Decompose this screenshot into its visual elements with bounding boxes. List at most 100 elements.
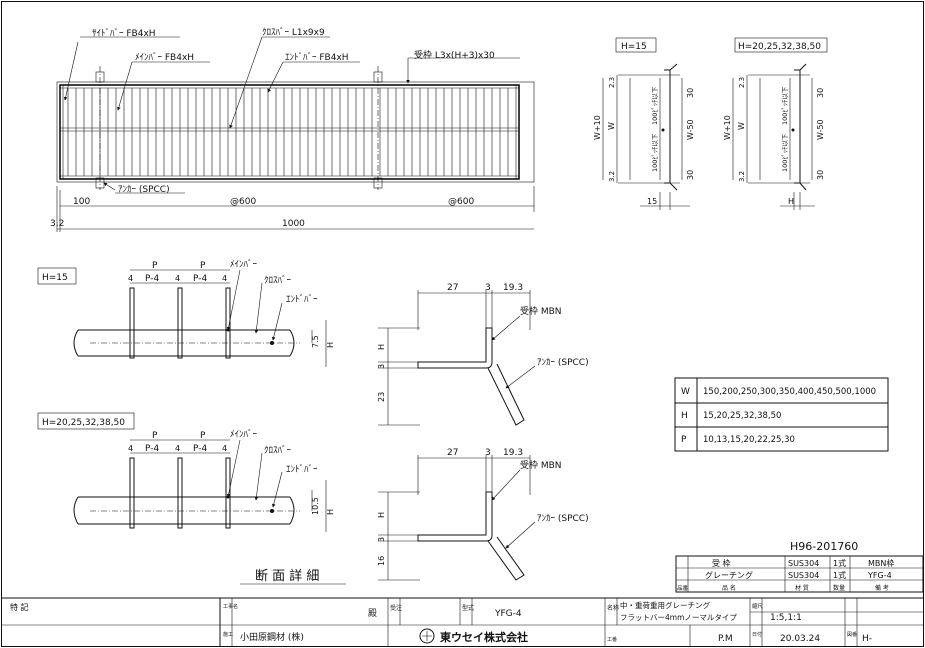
detail2-pm1: P-4 <box>145 444 159 454</box>
frame2-w2: 3 <box>485 448 491 458</box>
detail2-f1: 4 <box>128 444 133 453</box>
frame1-anchor: ｱﾝｶｰ (SPCC) <box>537 357 589 368</box>
dim-pitch-b2: 100ﾋﾟｯﾁ以下 <box>781 133 789 172</box>
parts-list: 受 枠 SUS304 1式 MBN枠 グレーチング SUS304 1式 YFG-… <box>675 555 924 593</box>
spec-value-p: 10,13,15,20,22,25,30 <box>703 435 795 445</box>
spec-key-p: P <box>681 435 687 445</box>
name-line-2: フラットバー4mmノーマルタイプ <box>620 613 737 622</box>
company-logo-icon <box>419 628 435 644</box>
spec-value-h: 15,20,25,32,38,50 <box>703 411 781 421</box>
parts-header-material: 材 質 <box>795 584 809 592</box>
name-label: 名称 <box>607 604 619 612</box>
detail2-f3: 4 <box>222 444 227 453</box>
section-h15: H=15 W+10 W 2.3 3.2 100ﾋﾟｯﾁ以下 100ﾋﾟｯﾁ以下 … <box>593 37 695 210</box>
parts-row1-name: 受 枠 <box>712 558 731 568</box>
parts-header-note: 備 考 <box>875 584 889 592</box>
detail2-f2: 4 <box>175 444 180 453</box>
dim-23-a: 2.3 <box>608 77 616 88</box>
spec-key-w: W <box>681 387 690 397</box>
title-block: 特 記 工事名 殿 受注 型式 YFG-4 名称 中・重荷重用グレーチング フラ… <box>1 597 924 647</box>
frame1-w3: 19.3 <box>503 283 523 293</box>
detail-hmulti-title: H=20,25,32,38,50 <box>42 418 125 428</box>
section-h15-title: H=15 <box>621 42 647 52</box>
detail2-p1: P <box>152 431 158 441</box>
parts-row2-material: SUS304 <box>788 571 819 580</box>
dim-w10-a: W+10 <box>593 115 602 140</box>
parts-header-qty: 数量 <box>833 584 845 592</box>
parts-header-no: 品番 <box>677 585 689 592</box>
dim-w10-b: W+10 <box>723 115 732 140</box>
detail-hmulti: H=20,25,32,38,50 P P P-4 P-4 4 4 4 10.5 … <box>37 412 335 532</box>
detail1-cross-bar: ｸﾛｽﾊﾞｰ <box>264 275 292 286</box>
detail1-p2: P <box>200 261 206 271</box>
dim-h-b: H <box>788 197 794 206</box>
name-line-1: 中・重荷重用グレーチング <box>620 600 710 610</box>
parts-row2-qty: 1式 <box>833 570 846 580</box>
drawing-no-label: 図番 <box>847 631 857 638</box>
parts-row2-name: グレーチング <box>705 570 753 580</box>
frame1-t: 3 <box>377 364 386 369</box>
detail1-cross-h: 7.5 <box>311 335 320 348</box>
date-value: 20.03.24 <box>780 634 820 644</box>
dim-23-b: 2.3 <box>738 77 746 88</box>
detail2-cross-bar: ｸﾛｽﾊﾞｰ <box>264 445 292 456</box>
dim-edge: 3.2 <box>50 219 64 229</box>
spec-value-w: 150,200,250,300,350,400,450,500,1000 <box>703 387 876 397</box>
dim-30-b2: 30 <box>816 170 825 180</box>
frame1-w2: 3 <box>485 283 491 293</box>
detail1-end-bar: ｴﾝﾄﾞﾊﾞｰ <box>286 294 318 305</box>
parts-row2-note: YFG-4 <box>867 571 892 580</box>
dim-w-a: W <box>607 122 616 130</box>
dim-total: 1000 <box>282 219 305 229</box>
drafter: P.M <box>718 634 733 644</box>
end-bar-label: ｴﾝﾄﾞﾊﾞｰ FB4xH <box>285 52 349 63</box>
remarks-label: 特 記 <box>10 602 29 612</box>
drawing-number: H96-201760 <box>790 540 858 553</box>
detail2-h: H <box>326 509 335 515</box>
frame1-d: 23 <box>377 392 386 402</box>
section-hmulti: H=20,25,32,38,50 W+10 W 2.3 3.2 100ﾋﾟｯﾁ以… <box>723 37 828 210</box>
work-no-label: 工番 <box>607 636 617 643</box>
detail2-end-bar: ｴﾝﾄﾞﾊﾞｰ <box>286 464 318 475</box>
contractor-value: 小田原鋼材 (株) <box>240 631 304 643</box>
detail2-main-bar: ﾒｲﾝﾊﾞｰ <box>230 429 258 440</box>
dim-pitch-1: @600 <box>230 197 256 207</box>
parts-header-name: 品 名 <box>722 584 736 592</box>
detail2-p2: P <box>200 431 206 441</box>
dim-100: 100 <box>73 197 90 207</box>
detail1-h: H <box>326 342 335 348</box>
type-value: YFG-4 <box>494 609 522 619</box>
construction-value: 殿 <box>368 608 377 619</box>
frame1-w1: 27 <box>447 283 458 293</box>
parts-row1-material: SUS304 <box>788 559 819 568</box>
receiver-label: 受注 <box>390 604 402 612</box>
parts-row1-note: MBN枠 <box>868 558 894 568</box>
company-name: 東ウセイ株式会社 <box>440 630 528 644</box>
detail-h15-title: H=15 <box>42 273 68 283</box>
grating-outline <box>59 84 520 180</box>
frame2-label: 受枠 MBN <box>520 459 562 471</box>
parts-row1-qty: 1式 <box>833 558 846 568</box>
side-bar-label: ｻｲﾄﾞﾊﾞｰ FB4xH <box>92 28 156 39</box>
detail1-main-bar: ﾒｲﾝﾊﾞｰ <box>230 259 258 270</box>
frame2-anchor: ｱﾝｶｰ (SPCC) <box>537 513 589 524</box>
frame2-d: 16 <box>377 556 386 566</box>
main-bars <box>67 88 509 176</box>
dim-pitch-2: @600 <box>448 197 474 207</box>
frame2-w3: 19.3 <box>503 448 523 458</box>
detail1-f1: 4 <box>128 274 133 283</box>
spec-table: W 150,200,250,300,350,400,450,500,1000 H… <box>674 377 889 452</box>
detail1-p1: P <box>152 261 158 271</box>
dim-32-b: 3.2 <box>738 171 746 182</box>
main-bar-label: ﾒｲﾝﾊﾞｰ FB4xH <box>135 52 194 63</box>
dim-pitch-a2: 100ﾋﾟｯﾁ以下 <box>651 133 659 172</box>
spec-key-h: H <box>681 411 688 421</box>
detail1-pm2: P-4 <box>193 274 207 284</box>
frame2-t: 3 <box>377 537 386 542</box>
construction-label: 工事名 <box>223 603 238 610</box>
dim-32-a: 3.2 <box>608 171 616 182</box>
dim-w50-a: W-50 <box>686 119 695 140</box>
detail2-cross-h: 10.5 <box>311 497 320 515</box>
frame-detail-2: 27 3 19.3 H 3 16 受枠 MBN ｱﾝｶｰ (SPCC) <box>377 448 589 581</box>
